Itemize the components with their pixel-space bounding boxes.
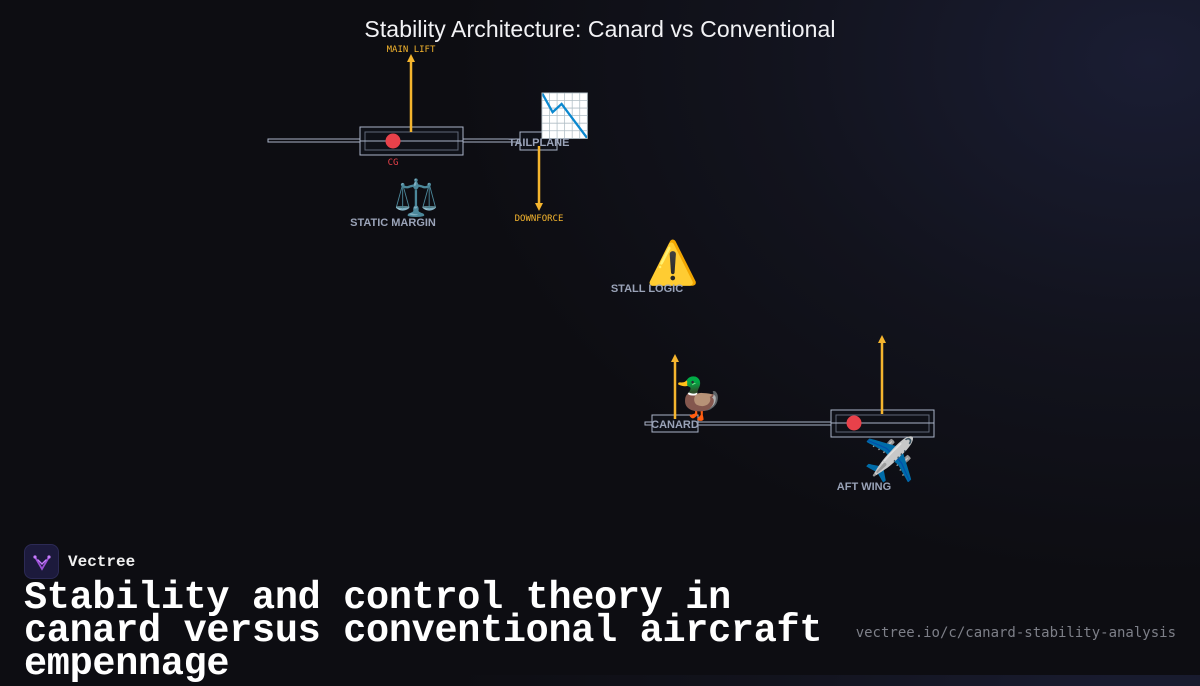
- canard-label: CANARD: [651, 419, 699, 431]
- airplane-icon: ✈️: [864, 434, 916, 484]
- main-lift-label: MAIN LIFT: [387, 45, 436, 55]
- duck-icon: 🦆: [674, 375, 724, 422]
- page-title: Stability Architecture: Canard vs Conven…: [364, 16, 836, 42]
- conventional-config: MAIN LIFT CG DOWNFORCE 📉 TAILPLANE ⚖️ ST…: [267, 45, 591, 229]
- cg-label: CG: [388, 158, 399, 168]
- tailplane-label: TAILPLANE: [509, 137, 570, 149]
- canard-config: 🦆 CANARD ✈️ AFT WING: [644, 335, 935, 493]
- vectree-logo-icon: [24, 544, 59, 579]
- aft-wing-label: AFT WING: [837, 481, 891, 493]
- static-margin-label: STATIC MARGIN: [350, 217, 436, 229]
- brand: Vectree: [24, 544, 135, 579]
- cg-marker: [385, 133, 401, 149]
- downforce-label: DOWNFORCE: [515, 214, 564, 224]
- headline: Stability and control theory in canard v…: [24, 576, 823, 686]
- brand-name: Vectree: [68, 552, 136, 571]
- stall-logic: ⚠️ STALL LOGIC: [611, 238, 699, 295]
- stall-logic-label: STALL LOGIC: [611, 283, 683, 295]
- scales-icon: ⚖️: [394, 177, 439, 219]
- source-url[interactable]: vectree.io/c/canard-stability-analysis: [855, 625, 1176, 641]
- warning-icon: ⚠️: [647, 238, 699, 287]
- canard-cg-marker: [846, 415, 862, 431]
- tail-trend-icon: 📉: [539, 91, 591, 140]
